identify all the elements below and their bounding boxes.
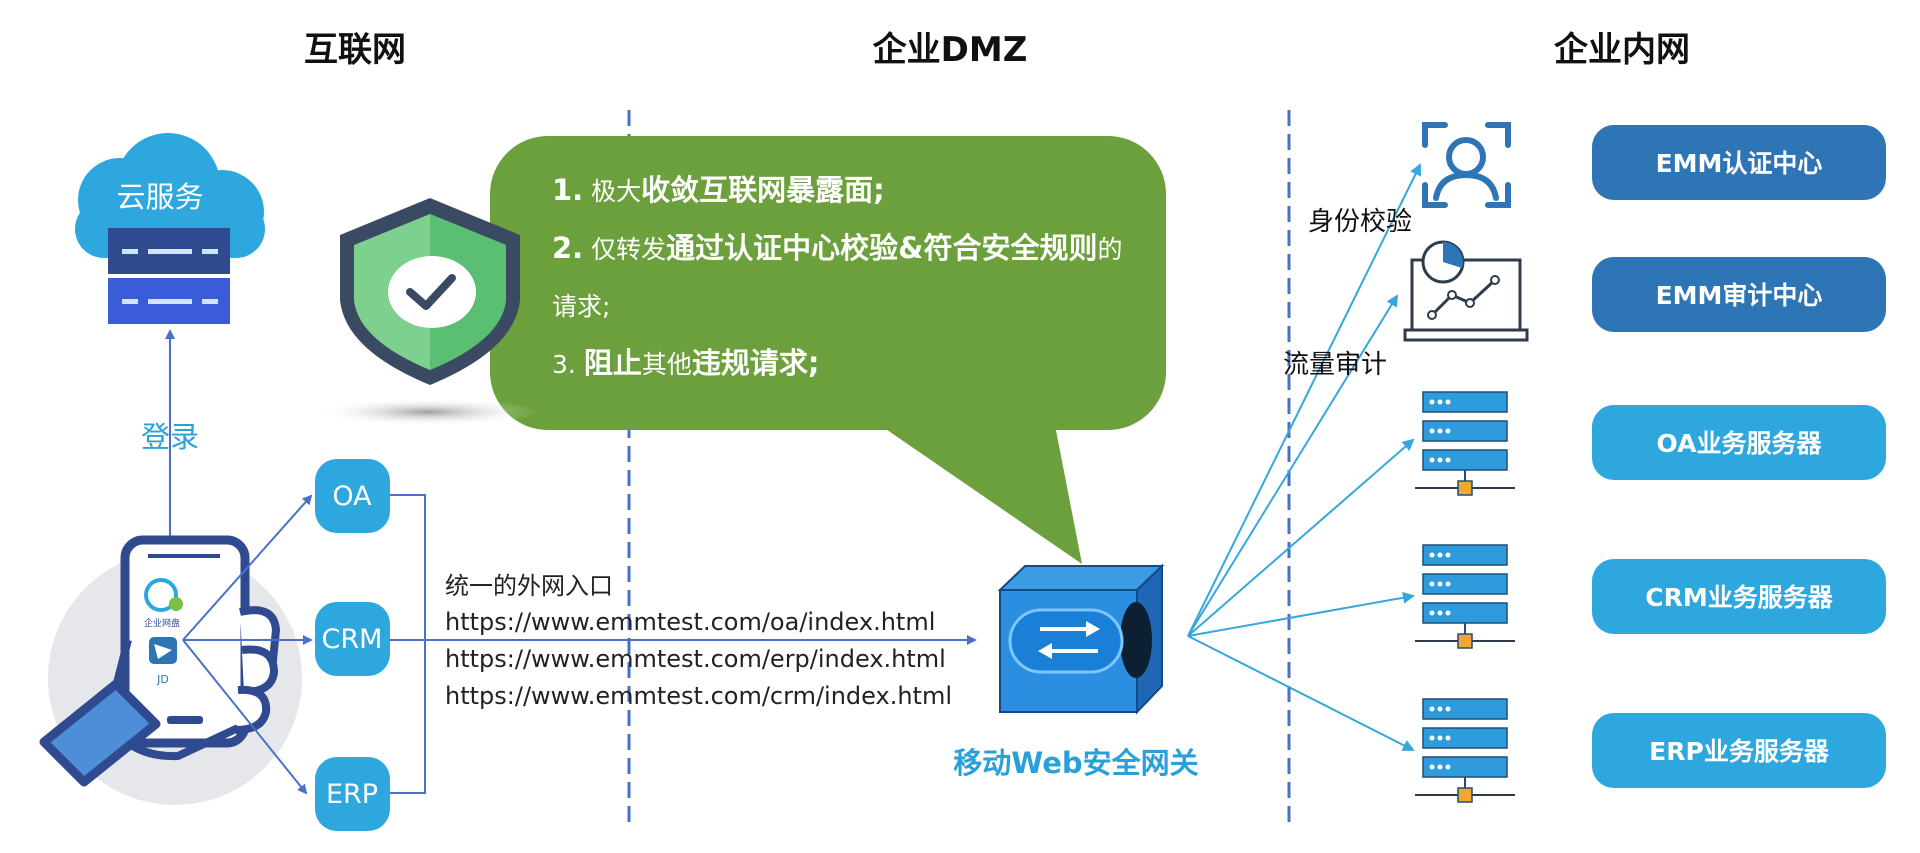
traffic-audit-label: 流量审计	[1283, 350, 1387, 380]
server-pill-erp	[1592, 713, 1886, 788]
bubble-text-block: 1. 极大收敛互联网暴露面; 2. 仅转发通过认证中心校验&符合安全规则的请求;…	[552, 162, 1132, 393]
bubble-line-1-num: 1.	[552, 173, 584, 207]
bubble-line-1-bold: 收敛互联网暴露面;	[641, 173, 885, 207]
app-oa-label: OA	[332, 481, 372, 512]
bubble-line-2-bold: 通过认证中心校验&符合安全规则	[666, 231, 1098, 265]
bubble-line-1: 1. 极大收敛互联网暴露面;	[552, 162, 1132, 220]
identity-check-label: 身份校验	[1308, 207, 1412, 237]
app-crm-label: CRM	[322, 624, 383, 655]
audit-monitor-icon	[1403, 240, 1529, 342]
zone-title-intranet: 企业内网	[1554, 30, 1690, 70]
bubble-line-3-bold1: 阻止	[583, 346, 642, 380]
user-identity-icon	[1422, 122, 1511, 208]
cloud-service-label: 云服务	[116, 180, 203, 214]
server-label-oa: OA业务服务器	[1657, 429, 1823, 458]
server-pill-emm-auth	[1592, 125, 1886, 200]
entry-url-oa: https://www.emmtest.com/oa/index.html	[445, 608, 935, 636]
speech-bubble	[490, 136, 1166, 430]
server-rack-crm-icon	[1415, 544, 1515, 649]
server-pill-crm	[1592, 559, 1886, 634]
bubble-line-3-plain: 其他	[641, 350, 692, 379]
server-pill-oa	[1592, 405, 1886, 480]
server-rack-erp-icon	[1415, 698, 1515, 803]
entry-url-erp: https://www.emmtest.com/erp/index.html	[445, 645, 946, 673]
app-bracket-line	[390, 494, 426, 794]
app-crm	[315, 602, 390, 676]
arrow-to-erp	[182, 639, 308, 795]
bubble-line-3-bold2: 违规请求;	[691, 346, 820, 380]
server-rack-oa-icon	[1415, 391, 1515, 496]
arrow-to-oa	[182, 494, 313, 641]
entry-url-crm: https://www.emmtest.com/crm/index.html	[445, 682, 952, 710]
entry-title: 统一的外网入口	[445, 572, 613, 600]
zone-title-dmz: 企业DMZ	[873, 30, 1028, 70]
speech-bubble-tail	[880, 425, 1082, 564]
phone-app2-caption: JD	[156, 673, 169, 686]
phone-app1-caption: 企业网盘	[144, 617, 180, 629]
bubble-line-2-tail: 的请求;	[552, 235, 1123, 321]
cloud-service-icon	[75, 133, 265, 324]
server-pill-emm-audit	[1592, 257, 1886, 332]
fanout-arrows	[1187, 163, 1421, 751]
bubble-line-1-plain: 极大	[591, 177, 642, 206]
server-label-crm: CRM业务服务器	[1645, 583, 1833, 612]
shield-check-icon	[340, 198, 520, 385]
app-oa	[315, 459, 390, 533]
gateway-label: 移动Web安全网关	[953, 746, 1198, 780]
bubble-line-2-plain: 仅转发	[591, 235, 667, 264]
login-label: 登录	[141, 420, 199, 454]
server-label-emm-audit: EMM审计中心	[1656, 281, 1823, 310]
mobile-phone-hand-icon: 企业网盘 JD	[39, 535, 302, 805]
bubble-line-2-num: 2.	[552, 231, 584, 265]
web-security-gateway-icon	[997, 563, 1165, 715]
zone-title-internet: 互联网	[304, 30, 406, 70]
server-label-emm-auth: EMM认证中心	[1656, 149, 1823, 178]
bubble-line-3-num: 3.	[552, 350, 576, 379]
server-label-erp: ERP业务服务器	[1649, 737, 1830, 766]
app-erp-label: ERP	[326, 779, 378, 810]
bubble-line-2: 2. 仅转发通过认证中心校验&符合安全规则的请求;	[552, 220, 1132, 335]
app-erp	[315, 757, 390, 831]
shield-shadow	[316, 398, 540, 426]
bubble-line-3: 3. 阻止其他违规请求;	[552, 335, 1132, 393]
